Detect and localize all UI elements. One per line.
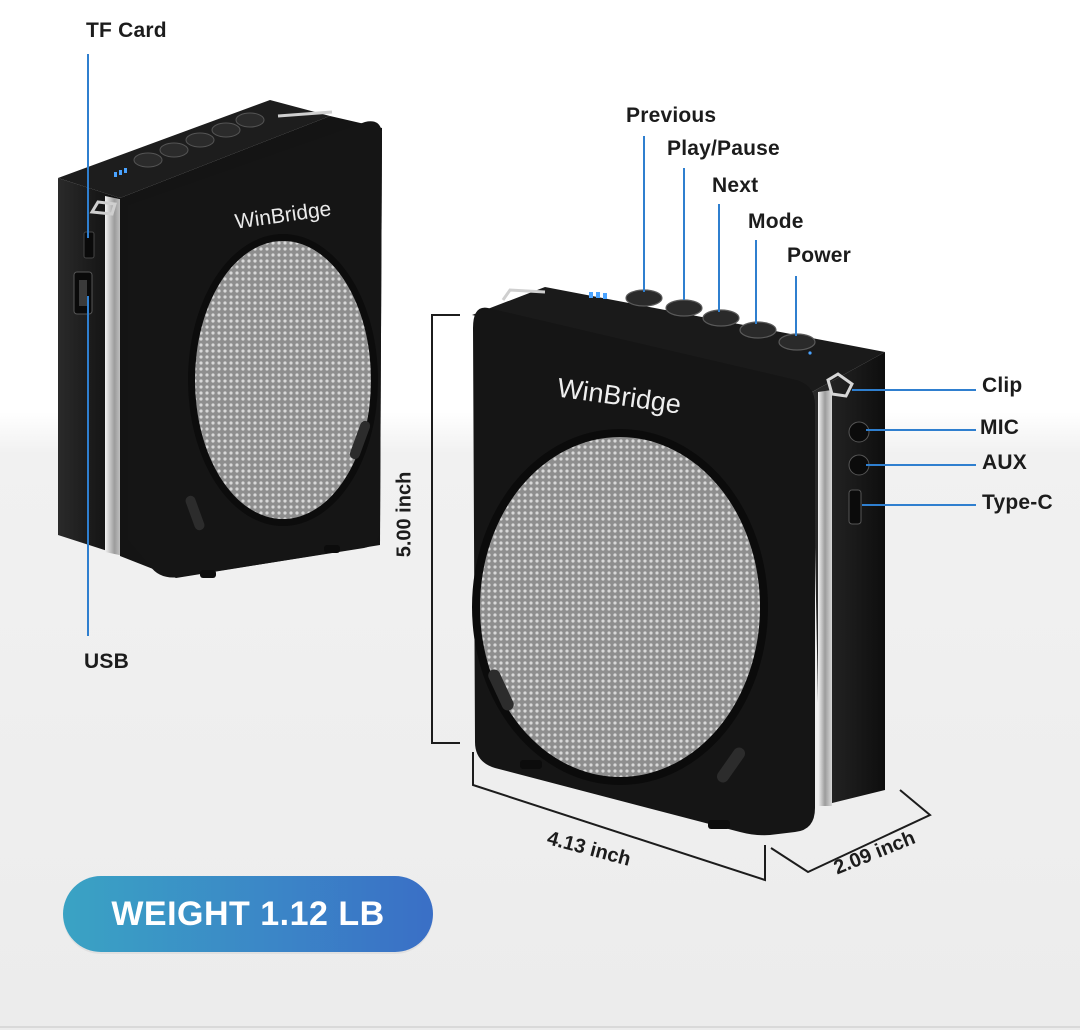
play-pause-label: Play/Pause [667, 137, 780, 160]
usb-label: USB [84, 650, 129, 673]
clip-label: Clip [982, 374, 1023, 397]
weight-badge: WEIGHT 1.12 LB [63, 876, 433, 952]
weight-text: WEIGHT 1.12 LB [111, 894, 385, 933]
type-c-label: Type-C [982, 491, 1053, 514]
mic-label: MIC [980, 416, 1020, 439]
height-dimension: 5.00 inch [393, 471, 416, 558]
previous-label: Previous [626, 104, 717, 127]
mode-label: Mode [748, 210, 804, 233]
tf-card-label: TF Card [86, 19, 167, 42]
top-leaders [643, 136, 797, 336]
side-leaders [852, 389, 976, 506]
right-speaker: WinBridge [472, 287, 885, 836]
next-label: Next [712, 174, 759, 197]
bottom-divider [0, 1026, 1080, 1028]
power-label: Power [787, 244, 852, 267]
dimension-lines [431, 314, 932, 882]
left-speaker: WinBridge [58, 100, 382, 578]
aux-label: AUX [982, 451, 1027, 474]
